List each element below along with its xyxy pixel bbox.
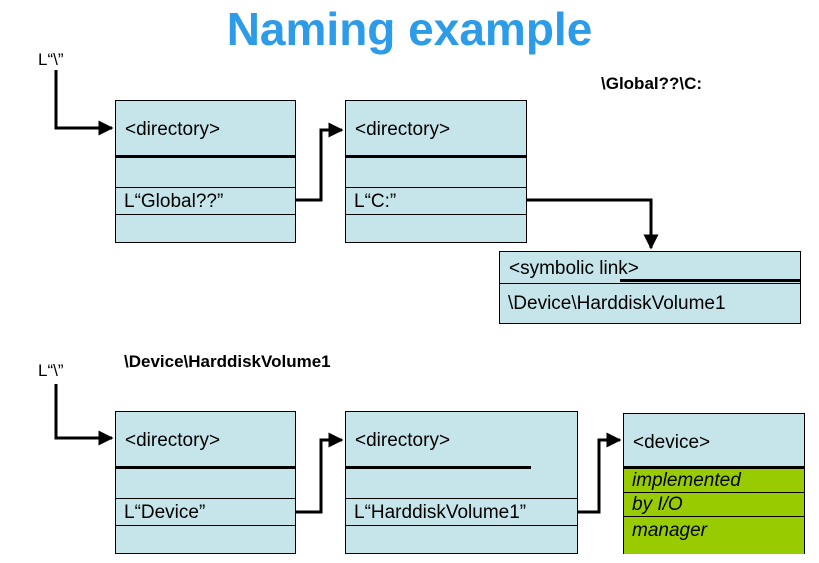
- top-path-label: \Global??\C:: [601, 74, 703, 93]
- header-divider: [346, 466, 531, 469]
- bottom-directory-2: <directory> L“HarddiskVolume1”: [345, 411, 578, 554]
- directory-header: <directory>: [355, 119, 451, 140]
- directory-entry-c: L“C:”: [346, 187, 526, 214]
- directory-entry-empty: [116, 525, 295, 554]
- header-divider: [624, 466, 804, 469]
- top-root-label: L“\”: [38, 50, 64, 69]
- device-header: <device>: [633, 432, 711, 453]
- top-directory-1: <directory> L“Global??”: [115, 100, 296, 243]
- bottom-root-label: L“\”: [38, 361, 64, 380]
- slide-title: Naming example: [226, 3, 593, 55]
- header-divider: [620, 279, 800, 282]
- header-divider: [116, 466, 295, 469]
- bottom-harddisk-arrow: [578, 432, 622, 514]
- header-divider: [116, 155, 295, 158]
- device-line-3: manager: [624, 516, 804, 554]
- device-line-1: implemented: [624, 469, 804, 492]
- header-divider: [346, 155, 526, 158]
- bottom-device-arrow: [296, 432, 344, 514]
- top-global-arrow: [296, 122, 344, 202]
- device-box: <device> implemented by I/O manager: [623, 413, 805, 554]
- bottom-root-arrow: [54, 384, 114, 446]
- symlink-header: <symbolic link>: [509, 258, 639, 279]
- directory-entry-empty: [346, 214, 526, 243]
- directory-header: <directory>: [355, 430, 451, 451]
- directory-entry-empty: [346, 525, 577, 554]
- bottom-directory-1: <directory> L“Device”: [115, 411, 296, 554]
- top-root-arrow: [54, 70, 114, 136]
- directory-entry-global: L“Global??”: [116, 187, 295, 214]
- symlink-target: \Device\HarddiskVolume1: [500, 283, 800, 324]
- symbolic-link-box: <symbolic link> \Device\HarddiskVolume1: [499, 251, 801, 324]
- directory-header: <directory>: [125, 119, 221, 140]
- directory-entry-device: L“Device”: [116, 498, 295, 525]
- directory-entry-empty: [116, 214, 295, 243]
- top-c-arrow: [527, 198, 659, 250]
- bottom-path-label: \Device\HarddiskVolume1: [124, 352, 331, 371]
- directory-header: <directory>: [125, 430, 221, 451]
- directory-entry-harddiskvolume1: L“HarddiskVolume1”: [346, 498, 577, 525]
- device-line-2: by I/O: [624, 492, 804, 516]
- top-directory-2: <directory> L“C:”: [345, 100, 527, 243]
